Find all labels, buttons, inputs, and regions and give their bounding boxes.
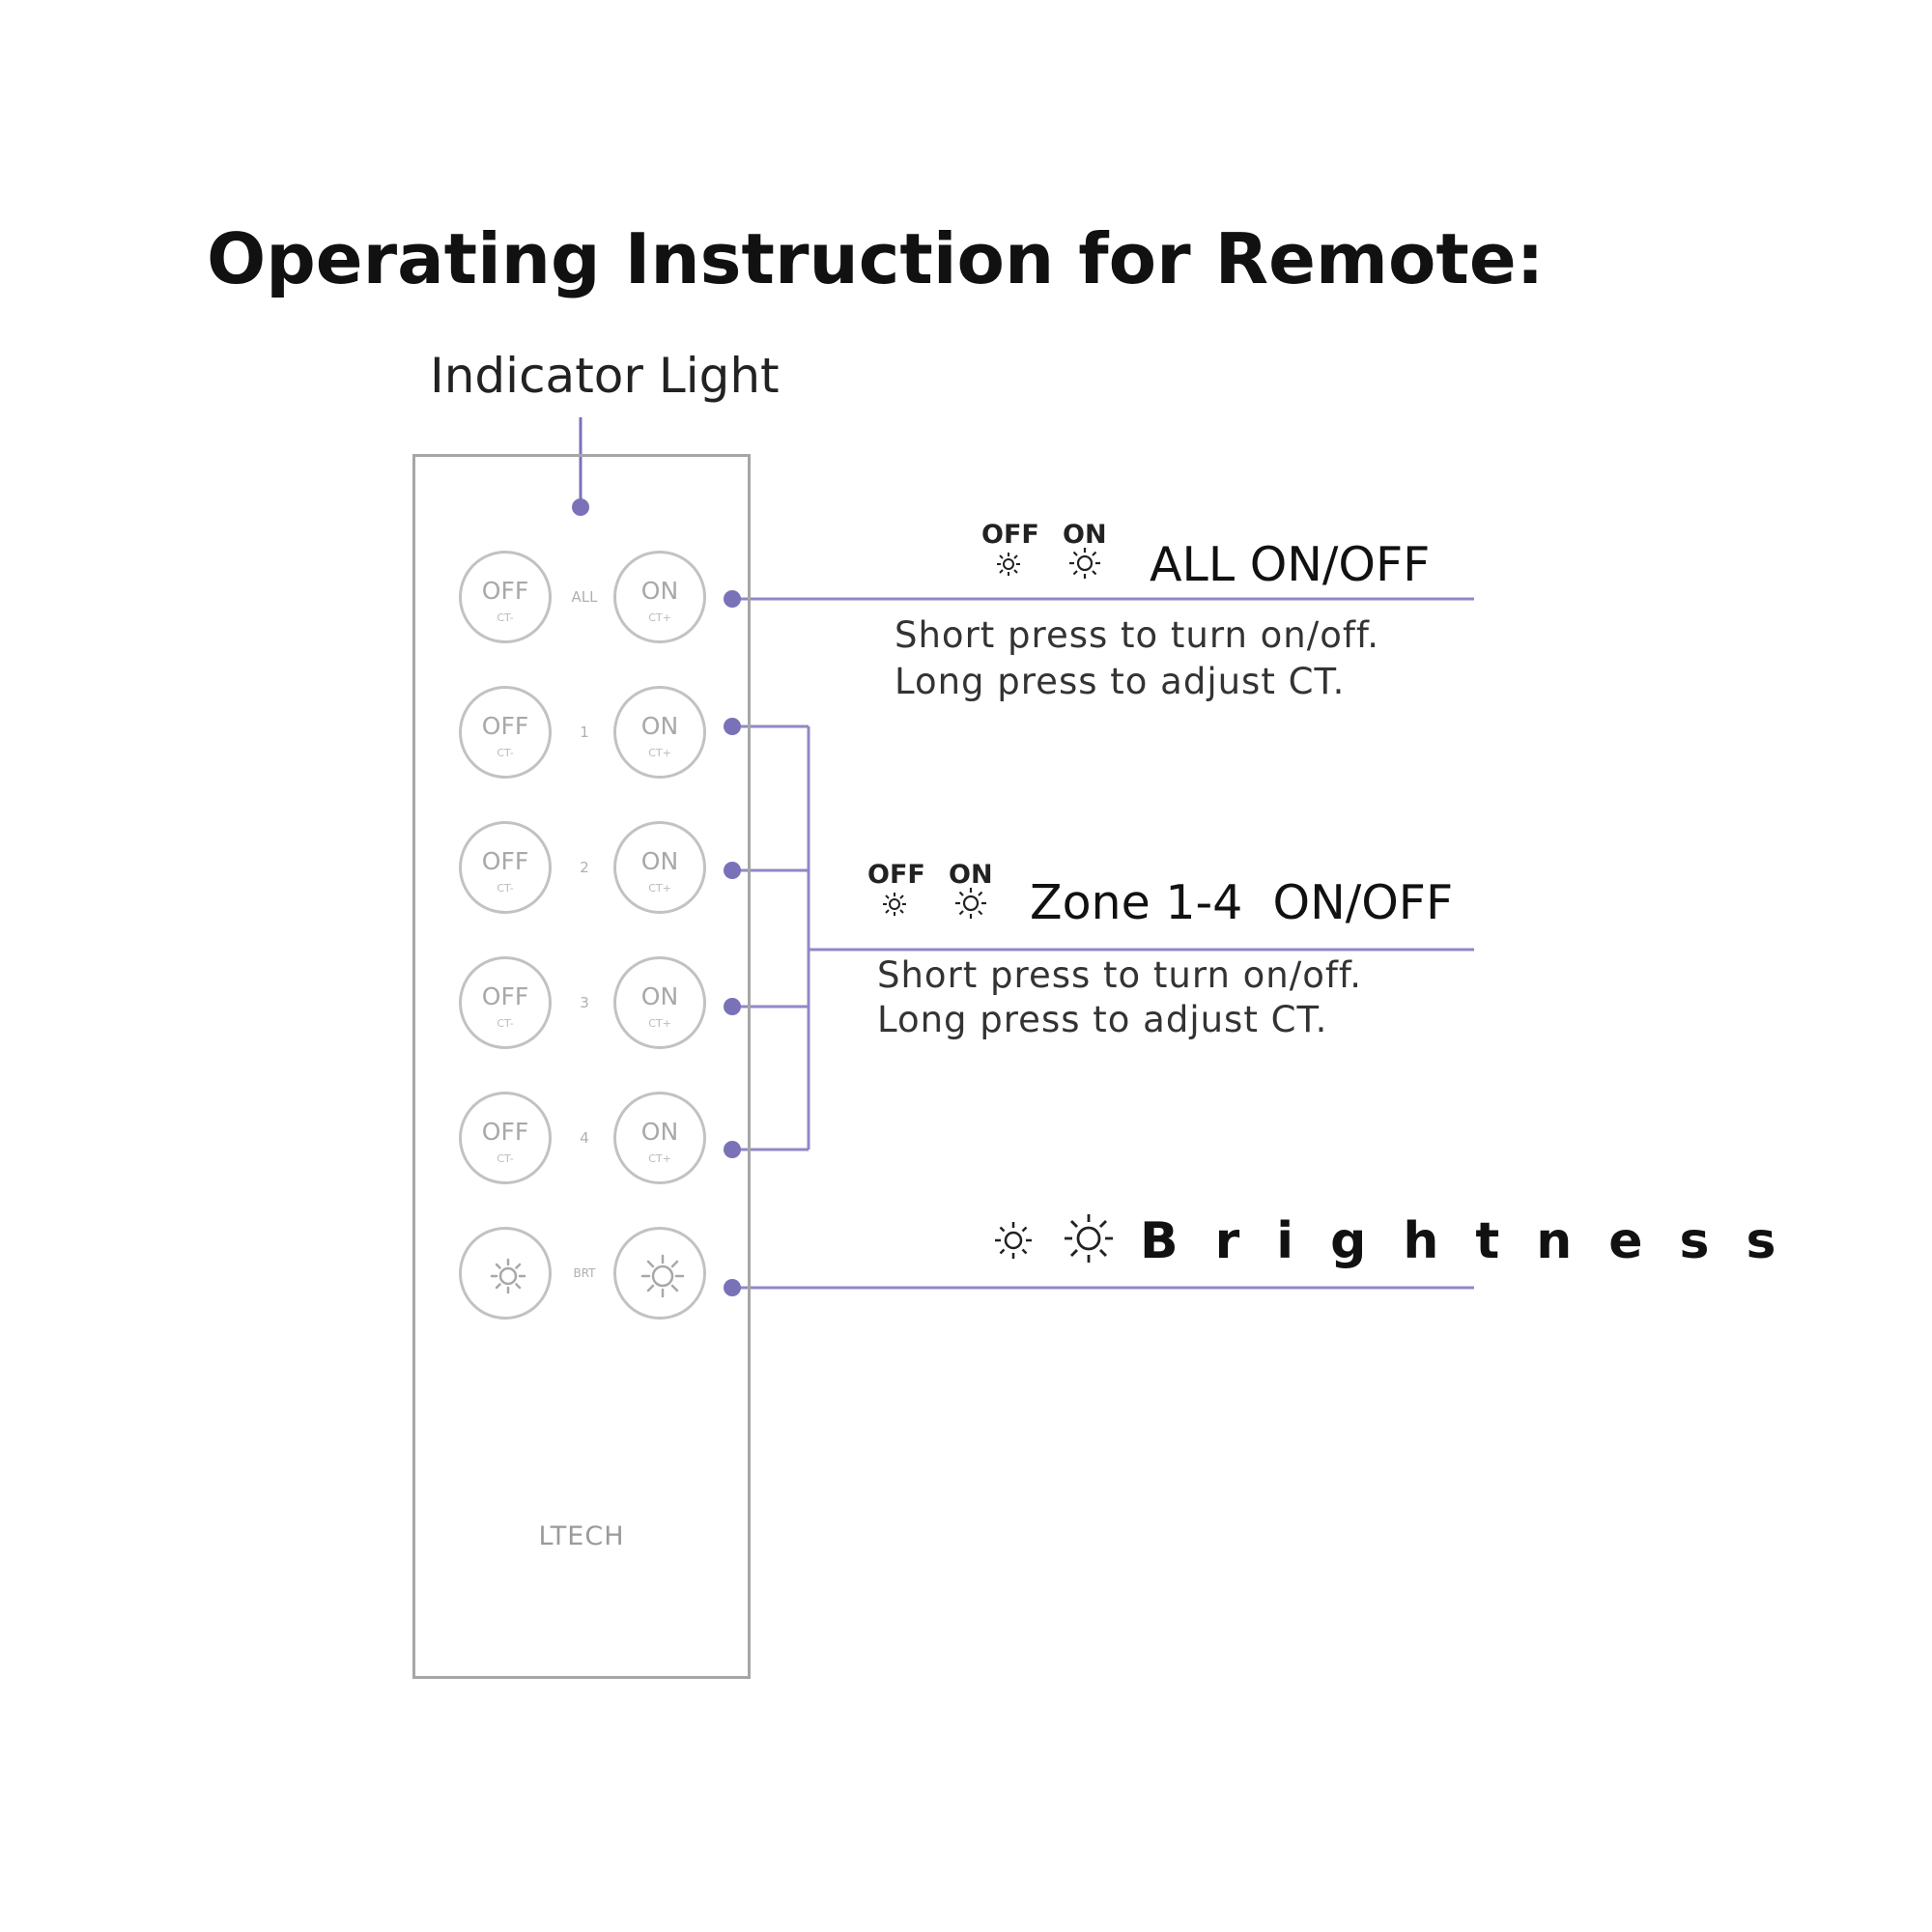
all-callout-dot [724,590,741,608]
zone-desc-line-2: Long press to adjust CT. [877,999,1328,1040]
zone-label-2: 2 [580,859,589,876]
brightness-down-sun-icon [995,1222,1032,1259]
page-title: Operating Instruction for Remote: [207,218,1545,299]
zone-2-off-button[interactable]: OFF CT- [459,821,552,914]
all-on-tag: ON [1063,520,1107,550]
brightness-down-button[interactable] [459,1227,552,1320]
zone-1-on-button[interactable]: ON CT+ [613,686,706,779]
zone-callout-bracket [724,718,1474,1158]
zone-label-brt: BRT [573,1266,596,1280]
zone-heading: Zone 1-4 ON/OFF [1030,875,1454,930]
all-off-button[interactable]: OFF CT- [459,551,552,643]
remote-control: OFF CT- ALL ON CT+ OFF CT- 1 ON CT+ OFF … [412,454,751,1679]
zone-4-off-button[interactable]: OFF CT- [459,1092,552,1184]
zone-3-off-button[interactable]: OFF CT- [459,956,552,1049]
zone-2-on-button[interactable]: ON CT+ [613,821,706,914]
zone-4-on-button[interactable]: ON CT+ [613,1092,706,1184]
indicator-light [572,498,589,516]
brand-logo: LTECH [538,1521,625,1551]
all-desc-line-1: Short press to turn on/off. [895,614,1379,656]
indicator-light-label: Indicator Light [430,348,780,404]
brightness-up-button[interactable] [613,1227,706,1320]
zone-3-on-button[interactable]: ON CT+ [613,956,706,1049]
brightness-heading: Brightness [1140,1212,1813,1270]
zone-desc-line-1: Short press to turn on/off. [877,954,1362,996]
zone-label-4: 4 [580,1129,589,1147]
all-heading: ALL ON/OFF [1150,537,1431,592]
on-sun-icon [1069,548,1100,579]
all-on-button[interactable]: ON CT+ [613,551,706,643]
brightness-callout-dot [724,1279,741,1296]
all-off-tag: OFF [981,520,1039,550]
brightness-up-sun-icon [1065,1214,1113,1263]
zone-1-off-button[interactable]: OFF CT- [459,686,552,779]
zone-label-3: 3 [580,994,589,1011]
sun-small-icon [490,1258,526,1294]
zone-off-sun-icon [883,893,906,916]
sun-large-icon [640,1254,685,1298]
off-sun-icon [997,553,1020,576]
zone-label-all: ALL [571,588,598,606]
zone-off-tag: OFF [867,860,925,890]
zone-on-sun-icon [955,888,986,919]
zone-label-1: 1 [580,724,589,741]
zone-on-tag: ON [949,860,993,890]
all-desc-line-2: Long press to adjust CT. [895,661,1346,702]
